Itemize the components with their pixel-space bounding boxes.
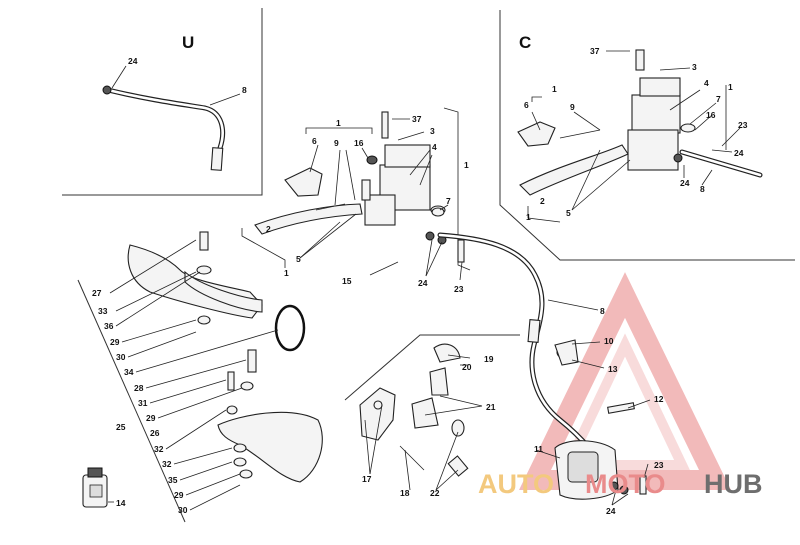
callout-left-36: 36: [104, 321, 114, 331]
callout-c-2: 2: [540, 196, 545, 206]
callout-left-29a: 29: [110, 337, 120, 347]
callout-main-15: 15: [342, 276, 352, 286]
watermark-auto: AUTO: [478, 469, 554, 499]
watermark-hub: HUB: [704, 469, 763, 499]
lower-handguard: [217, 349, 323, 483]
callout-left-33: 33: [98, 306, 108, 316]
callout-c-24b: 24: [680, 178, 690, 188]
callout-c-6: 6: [524, 100, 529, 110]
callout-left-32a: 32: [154, 444, 164, 454]
c-master-cylinder: [517, 49, 763, 196]
section-label-c: C: [519, 33, 531, 52]
callout-left-30b: 30: [178, 505, 188, 515]
callout-u-8: 8: [242, 85, 247, 95]
left-leader-lines: [108, 239, 279, 511]
callout-right-24: 24: [606, 506, 616, 516]
callout-left-29b: 29: [146, 413, 156, 423]
callout-main-1a: 1: [336, 118, 341, 128]
watermark-text: AUTO MOTO HUB: [478, 469, 763, 499]
main-leader-lines: [241, 107, 471, 281]
watermark-logo: [519, 272, 731, 490]
c-leader-lines: [527, 50, 741, 223]
callout-left-30a: 30: [116, 352, 126, 362]
callout-main-37: 37: [412, 114, 422, 124]
callout-right-13: 13: [608, 364, 618, 374]
callout-right-8: 8: [600, 306, 605, 316]
frame-u: [62, 8, 263, 196]
callout-left-29c: 29: [174, 490, 184, 500]
callout-right-22: 22: [430, 488, 440, 498]
main-brake-hose: [437, 232, 613, 481]
callout-right-11: 11: [534, 444, 543, 454]
callout-c-1b: 1: [728, 82, 733, 92]
callout-c-3: 3: [692, 62, 697, 72]
callout-main-1c: 1: [284, 268, 289, 278]
callout-left-32b: 32: [162, 459, 172, 469]
callout-main-1b: 1: [464, 160, 469, 170]
brake-pads: [359, 343, 469, 477]
frame-lower-bracket: [344, 334, 520, 401]
callout-main-3: 3: [430, 126, 435, 136]
callout-left-35: 35: [168, 475, 178, 485]
callout-main-7: 7: [446, 196, 451, 206]
callout-c-9: 9: [570, 102, 575, 112]
callout-left-25: 25: [116, 422, 126, 432]
callout-main-23: 23: [454, 284, 464, 294]
callout-c-23: 23: [738, 120, 748, 130]
callout-c-4: 4: [704, 78, 709, 88]
callout-c-1a: 1: [552, 84, 557, 94]
callout-c-1c: 1: [526, 212, 531, 222]
callout-right-10: 10: [604, 336, 614, 346]
callout-main-6: 6: [312, 136, 317, 146]
callout-c-16: 16: [706, 110, 716, 120]
upper-handguard: [127, 231, 306, 352]
callout-c-7: 7: [716, 94, 721, 104]
callout-right-23: 23: [654, 460, 664, 470]
callout-right-17: 17: [362, 474, 372, 484]
callout-right-18: 18: [400, 488, 410, 498]
frame-c: [499, 10, 795, 261]
callout-main-2: 2: [266, 224, 271, 234]
callout-c-37: 37: [590, 46, 600, 56]
callout-main-24: 24: [418, 278, 428, 288]
callout-left-31: 31: [138, 398, 148, 408]
callout-main-9: 9: [334, 138, 339, 148]
callout-c-8: 8: [700, 184, 705, 194]
callout-c-5: 5: [566, 208, 571, 218]
callout-left-26: 26: [150, 428, 160, 438]
callout-left-34: 34: [124, 367, 134, 377]
callout-left-28: 28: [134, 383, 144, 393]
right-leader-lines: [364, 341, 651, 506]
u-hose-assembly: [102, 85, 226, 171]
callout-main-5: 5: [296, 254, 301, 264]
frame-left-bracket: [77, 279, 186, 523]
callout-left-27: 27: [92, 288, 102, 298]
grease-bottle: [82, 467, 108, 508]
callout-c-24a: 24: [734, 148, 744, 158]
callout-right-12: 12: [654, 394, 664, 404]
callout-main-4: 4: [432, 142, 437, 152]
callout-right-21: 21: [486, 402, 496, 412]
section-label-u: U: [182, 33, 194, 52]
callout-right-20: 20: [462, 362, 472, 372]
callout-right-19: 19: [484, 354, 494, 364]
caliper-body: [554, 339, 647, 500]
callout-u-24: 24: [128, 56, 138, 66]
watermark-moto: MOTO: [585, 469, 666, 499]
callout-left-14: 14: [116, 498, 126, 508]
main-master-cylinder: [254, 111, 465, 263]
callout-main-16: 16: [354, 138, 364, 148]
